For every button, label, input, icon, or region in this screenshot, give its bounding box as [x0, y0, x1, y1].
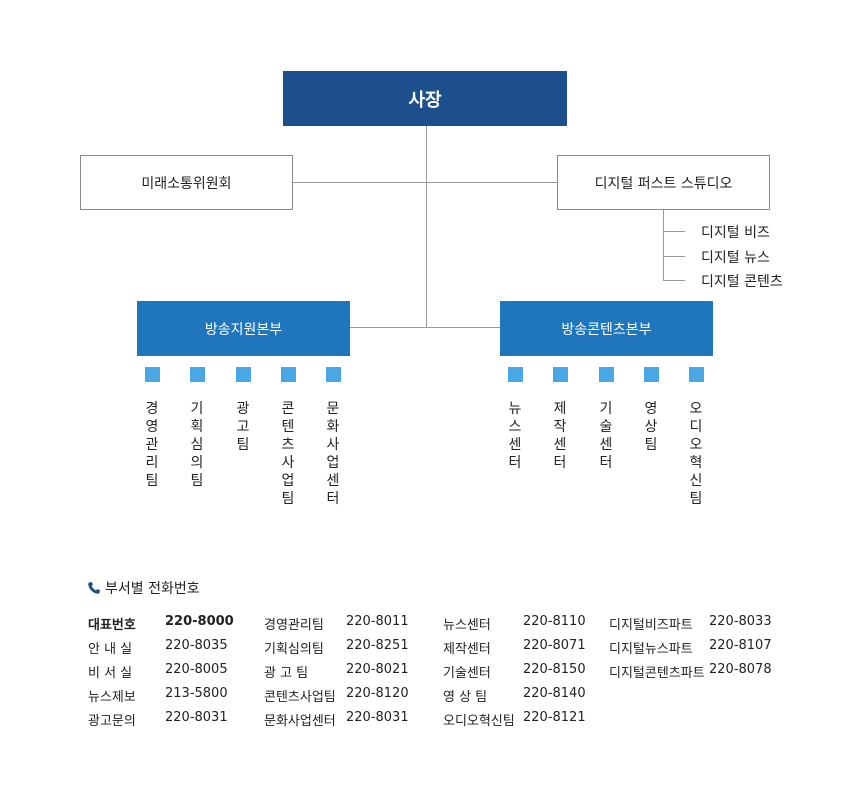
team-marker	[236, 367, 251, 382]
directory-row: 비 서 실 220-8005	[88, 662, 258, 681]
team-marker	[599, 367, 614, 382]
directory-title: 부서별 전화번호	[87, 578, 200, 598]
directory-row: 콘텐츠사업팀 220-8120	[264, 686, 434, 705]
committee-box: 미래소통위원회	[80, 155, 293, 210]
directory-dept-name: 제작센터	[443, 642, 491, 657]
directory-phone-number: 220-8071	[523, 638, 586, 653]
directory-dept-name: 기술센터	[443, 666, 491, 681]
directory-row: 광 고 팀 220-8021	[264, 662, 434, 681]
directory-phone-number: 220-8031	[346, 710, 409, 725]
directory-dept-name: 대표번호	[88, 618, 136, 633]
directory-phone-number: 213-5800	[165, 686, 228, 701]
directory-phone-number: 220-8011	[346, 614, 409, 629]
directory-dept-name: 안 내 실	[88, 642, 133, 657]
directory-row: 대표번호 220-8000	[88, 614, 258, 633]
team-label: 오디오혁신팀	[689, 401, 703, 507]
directory-phone-number: 220-8033	[709, 614, 772, 629]
directory-phone-number: 220-8251	[346, 638, 409, 653]
ceo-box: 사장	[283, 71, 567, 126]
directory-dept-name: 오디오혁신팀	[443, 714, 515, 729]
connector-studio-sub-3	[663, 280, 685, 281]
directory-phone-number: 220-8107	[709, 638, 772, 653]
team-marker	[508, 367, 523, 382]
team-marker	[644, 367, 659, 382]
directory-phone-number: 220-8005	[165, 662, 228, 677]
studio-box: 디지털 퍼스트 스튜디오	[557, 155, 770, 210]
directory-title-text: 부서별 전화번호	[105, 581, 200, 597]
team-label: 기획심의팀	[190, 401, 204, 489]
directory-row: 뉴스제보 213-5800	[88, 686, 258, 705]
connector-ceo-trunk	[426, 126, 427, 328]
team-marker	[190, 367, 205, 382]
directory-phone-number: 220-8120	[346, 686, 409, 701]
directory-row: 기술센터 220-8150	[443, 662, 613, 681]
connector-studio-subs-vertical	[663, 209, 664, 280]
directory-row: 오디오혁신팀 220-8121	[443, 710, 613, 729]
directory-phone-number: 220-8110	[523, 614, 586, 629]
directory-row: 문화사업센터 220-8031	[264, 710, 434, 729]
team-label: 뉴스센터	[508, 401, 522, 471]
directory-dept-name: 광 고 팀	[264, 666, 309, 681]
directory-row: 디지털비즈파트 220-8033	[609, 614, 779, 633]
directory-row: 디지털뉴스파트 220-8107	[609, 638, 779, 657]
directory-phone-number: 220-8035	[165, 638, 228, 653]
studio-sub-contents: 디지털 콘텐츠	[701, 274, 783, 290]
team-label: 기술센터	[599, 401, 613, 471]
directory-dept-name: 디지털비즈파트	[609, 618, 693, 633]
directory-phone-number: 220-8078	[709, 662, 772, 677]
team-label: 문화사업센터	[326, 401, 340, 507]
directory-dept-name: 광고문의	[88, 714, 136, 729]
directory-row: 제작센터 220-8071	[443, 638, 613, 657]
directory-dept-name: 문화사업센터	[264, 714, 336, 729]
connector-studio-sub-1	[663, 231, 685, 232]
directory-row: 디지털콘텐츠파트 220-8078	[609, 662, 779, 681]
directory-row: 경영관리팀 220-8011	[264, 614, 434, 633]
connector-studio-sub-2	[663, 256, 685, 257]
directory-phone-number: 220-8121	[523, 710, 586, 725]
directory-dept-name: 콘텐츠사업팀	[264, 690, 336, 705]
studio-sub-biz: 디지털 비즈	[701, 225, 770, 241]
connector-hq-horizontal	[350, 327, 500, 328]
directory-row: 영 상 팀 220-8140	[443, 686, 613, 705]
directory-dept-name: 영 상 팀	[443, 690, 488, 705]
directory-row: 안 내 실 220-8035	[88, 638, 258, 657]
team-marker	[689, 367, 704, 382]
directory-row: 광고문의 220-8031	[88, 710, 258, 729]
directory-phone-number: 220-8000	[165, 614, 234, 629]
directory-dept-name: 비 서 실	[88, 666, 133, 681]
team-marker	[281, 367, 296, 382]
directory-phone-number: 220-8031	[165, 710, 228, 725]
team-marker	[145, 367, 160, 382]
team-label: 광고팀	[236, 401, 250, 453]
directory-row: 뉴스센터 220-8110	[443, 614, 613, 633]
directory-dept-name: 뉴스제보	[88, 690, 136, 705]
team-label: 콘텐츠사업팀	[281, 401, 295, 507]
directory-dept-name: 뉴스센터	[443, 618, 491, 633]
directory-row: 기획심의팀 220-8251	[264, 638, 434, 657]
hq-right-box: 방송콘텐츠본부	[500, 301, 713, 356]
directory-phone-number: 220-8021	[346, 662, 409, 677]
directory-phone-number: 220-8140	[523, 686, 586, 701]
team-label: 제작센터	[553, 401, 567, 471]
hq-left-box: 방송지원본부	[137, 301, 350, 356]
team-marker	[553, 367, 568, 382]
team-label: 경영관리팀	[145, 401, 159, 489]
directory-dept-name: 기획심의팀	[264, 642, 324, 657]
studio-sub-news: 디지털 뉴스	[701, 250, 770, 266]
directory-dept-name: 경영관리팀	[264, 618, 324, 633]
team-marker	[326, 367, 341, 382]
directory-dept-name: 디지털뉴스파트	[609, 642, 693, 657]
phone-icon	[88, 582, 100, 594]
connector-committee-studio	[293, 182, 557, 183]
directory-dept-name: 디지털콘텐츠파트	[609, 666, 705, 681]
team-label: 영상팀	[644, 401, 658, 453]
directory-phone-number: 220-8150	[523, 662, 586, 677]
